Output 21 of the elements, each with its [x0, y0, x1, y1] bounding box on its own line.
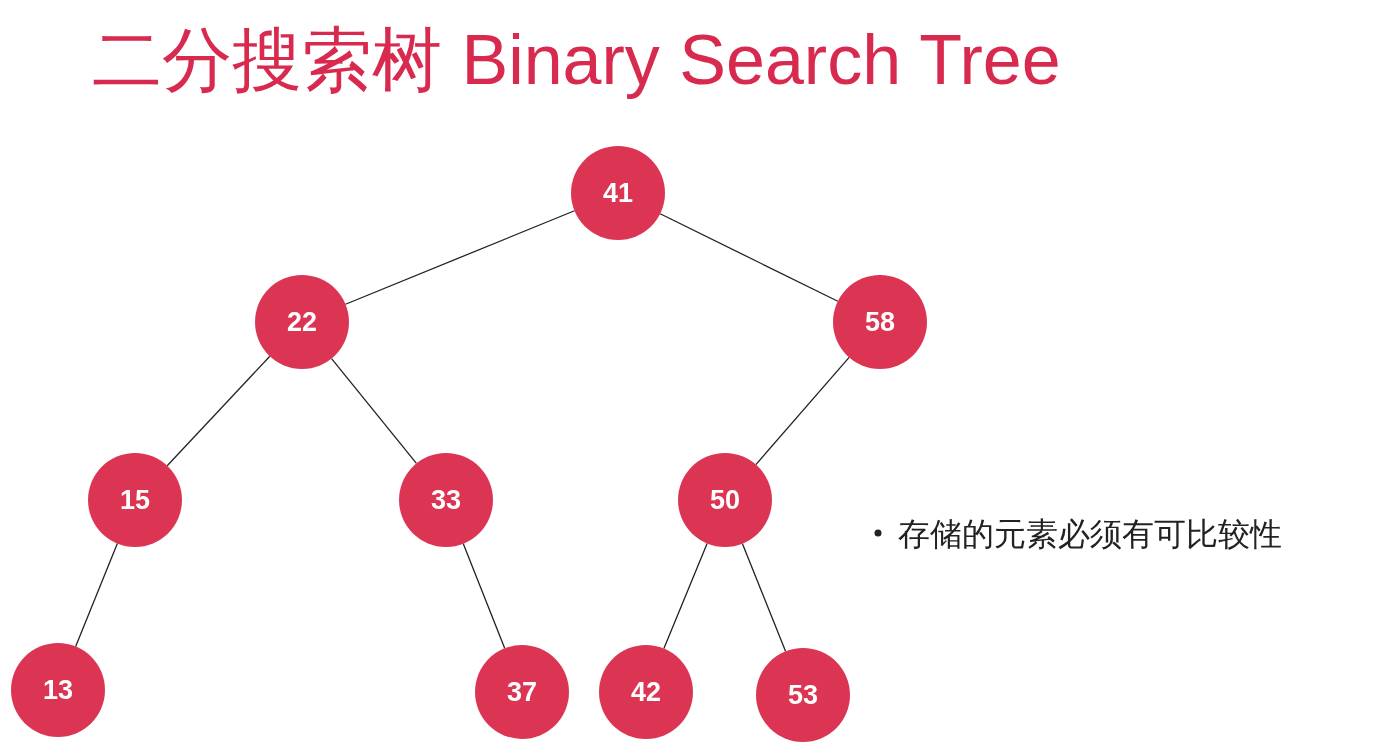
connector-line — [330, 357, 418, 465]
node-value: 13 — [42, 674, 73, 706]
title: 二分搜索树 Binary Search Tree — [92, 22, 1061, 99]
connector-line — [166, 355, 271, 467]
node-value: 42 — [630, 676, 661, 708]
node-value: 33 — [430, 484, 461, 516]
connector-line — [462, 543, 506, 649]
node-value: 15 — [119, 484, 150, 516]
node-value: 41 — [602, 177, 633, 209]
node-value: 50 — [709, 484, 740, 516]
note-text: 存储的元素必须有可比较性 — [898, 514, 1282, 555]
connector-line — [75, 542, 118, 648]
node-value: 37 — [506, 676, 537, 708]
connector-line — [741, 543, 787, 652]
node-value: 22 — [286, 306, 317, 338]
node-value: 53 — [787, 679, 818, 711]
connector-line — [755, 356, 850, 466]
connector-line — [344, 210, 576, 305]
connector-line — [659, 213, 839, 302]
node-value: 58 — [864, 306, 895, 338]
connector-line — [663, 542, 708, 650]
